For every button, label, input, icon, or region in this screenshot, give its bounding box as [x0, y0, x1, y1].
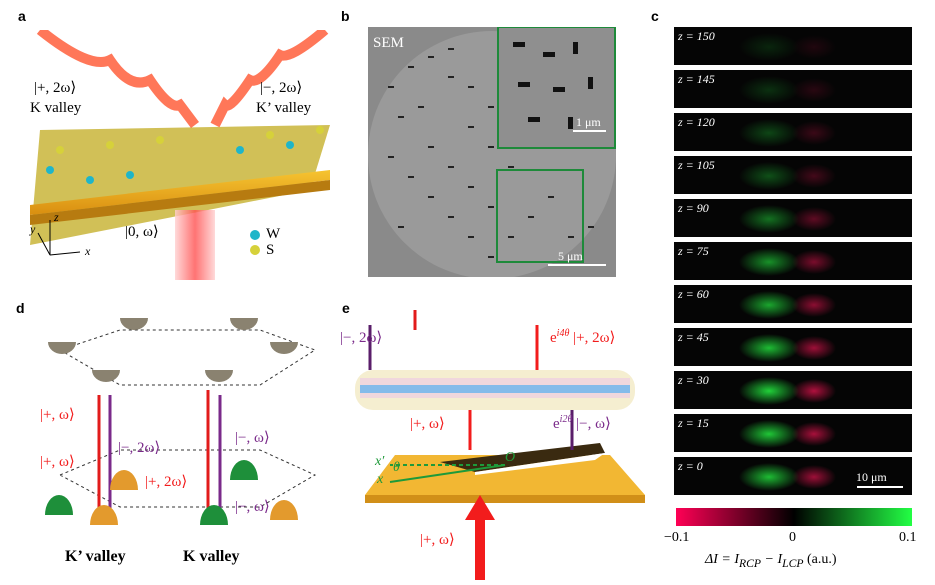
- label-ket-minus-2w: |−, 2ω⟩: [260, 80, 303, 96]
- frame-z-label: z = 60: [678, 287, 709, 301]
- frame-z-label: z = 145: [678, 72, 715, 86]
- sh-image-frame: z = 75: [674, 242, 912, 280]
- cb-label-minus: − I: [761, 552, 783, 567]
- c-scale-bar: [857, 486, 903, 488]
- e-origin: O: [505, 450, 516, 465]
- e-ket-plus-2w-phase: ei4θ |+, 2ω⟩: [550, 328, 615, 347]
- colorbar-mid: 0: [789, 530, 796, 545]
- sh-image-frame: z = 30: [674, 371, 912, 409]
- d-ket-minus-w-1: |−, ω⟩: [235, 430, 270, 446]
- ws2-lattice-illustration: [30, 26, 330, 280]
- label-k-valley: K valley: [30, 100, 82, 116]
- e-ket-input: |+, ω⟩: [420, 532, 455, 548]
- e-ket-minus-2w: |−, 2ω⟩: [340, 330, 383, 346]
- label-ket-plus-2w: |+, 2ω⟩: [34, 80, 77, 96]
- e-ket-minus-w: |−, ω⟩: [572, 416, 611, 432]
- axis-y-label: y: [30, 222, 36, 236]
- panel-label-b: b: [341, 8, 350, 24]
- sh-image-frame: z = 15: [674, 414, 912, 452]
- e-exp-base-2: e: [553, 416, 560, 432]
- e-ket-minus-w-phase: ei2θ |−, ω⟩: [553, 414, 611, 433]
- e-phase4: i4θ: [556, 328, 570, 339]
- frame-z-label: z = 120: [678, 115, 715, 129]
- panel-label-e: e: [342, 300, 350, 316]
- sem-image: SEM 1 μm 5 μm: [368, 27, 616, 277]
- legend-w: W: [266, 226, 281, 242]
- sh-image-frame: z = 105: [674, 156, 912, 194]
- panel-d-diagram: |+, ω⟩ |+, ω⟩ |−, 2ω⟩ |+, 2ω⟩ |−, ω⟩ |−,…: [30, 310, 330, 580]
- cb-label-rcp: RCP: [739, 556, 762, 570]
- frame-z-label: z = 30: [678, 373, 709, 387]
- metasurface-shg-diagram: [355, 310, 645, 580]
- panel-label-d: d: [16, 300, 25, 316]
- metasurface-pattern: [368, 27, 616, 277]
- panel-e-diagram: |−, 2ω⟩ ei4θ |+, 2ω⟩ |+, ω⟩ ei2θ |−, ω⟩ …: [340, 310, 655, 580]
- panel-label-a: a: [18, 8, 26, 24]
- colorbar-min: −0.1: [664, 530, 690, 545]
- c-scale-label: 10 μm: [856, 470, 887, 484]
- e-ket-plus-w: |+, ω⟩: [410, 416, 445, 432]
- d-ket-plus-w-1: |+, ω⟩: [40, 407, 75, 423]
- label-kp-valley: K’ valley: [256, 100, 312, 116]
- d-ket-minus-w-2: |−, ω⟩: [235, 499, 270, 515]
- colorbar-max: 0.1: [899, 530, 917, 545]
- sh-image-frame: z = 45: [674, 328, 912, 366]
- axis-x-label: x: [85, 244, 91, 258]
- sh-image-frame: z = 0: [674, 457, 912, 495]
- sh-image-frame: z = 120: [674, 113, 912, 151]
- axis-z-label: z: [54, 210, 59, 224]
- frame-z-label: z = 105: [678, 158, 715, 172]
- legend-s: S: [266, 242, 275, 258]
- d-ket-plus-2w: |+, 2ω⟩: [145, 474, 188, 490]
- frame-z-label: z = 15: [678, 416, 709, 430]
- e-x: x: [377, 472, 384, 487]
- frame-z-label: z = 75: [678, 244, 709, 258]
- d-ket-plus-w-2: |+, ω⟩: [40, 454, 75, 470]
- sh-image-frame: z = 145: [674, 70, 912, 108]
- panel-a-illustration: |+, 2ω⟩ K valley |−, 2ω⟩ K’ valley |0, ω…: [30, 26, 340, 280]
- cb-label-unit: (a.u.): [803, 552, 837, 567]
- frame-z-label: z = 90: [678, 201, 709, 215]
- frame-z-label: z = 45: [678, 330, 709, 344]
- e-theta: θ: [393, 460, 400, 475]
- sh-image-frame: z = 150: [674, 27, 912, 65]
- sem-label: SEM: [373, 35, 404, 51]
- frame-z-label: z = 150: [678, 29, 715, 43]
- cb-label-lcp: LCP: [782, 556, 804, 570]
- e-x-prime: x′: [375, 454, 385, 469]
- label-ket-0-w: |0, ω⟩: [125, 224, 159, 240]
- valley-band-diagram: [45, 318, 317, 525]
- colorbar-label: ΔI = IRCP − ILCP (a.u.): [705, 552, 837, 570]
- sh-image-frame: z = 60: [674, 285, 912, 323]
- d-ket-minus-2w: |−, 2ω⟩: [118, 440, 161, 456]
- panel-label-c: c: [651, 8, 659, 24]
- d-kp-valley: K’ valley: [65, 548, 126, 565]
- frame-z-label: z = 0: [678, 459, 703, 473]
- cb-label-main: ΔI = I: [705, 552, 739, 567]
- e-phase2: i2θ: [559, 414, 573, 425]
- sh-image-frame: z = 90: [674, 199, 912, 237]
- inset-scale-label: 1 μm: [576, 115, 601, 129]
- colorbar: [676, 508, 912, 526]
- scale-label: 5 μm: [558, 249, 583, 263]
- d-k-valley: K valley: [183, 548, 240, 565]
- e-ket-plus-2w: |+, 2ω⟩: [569, 330, 616, 346]
- e-exp-base: e: [550, 330, 557, 346]
